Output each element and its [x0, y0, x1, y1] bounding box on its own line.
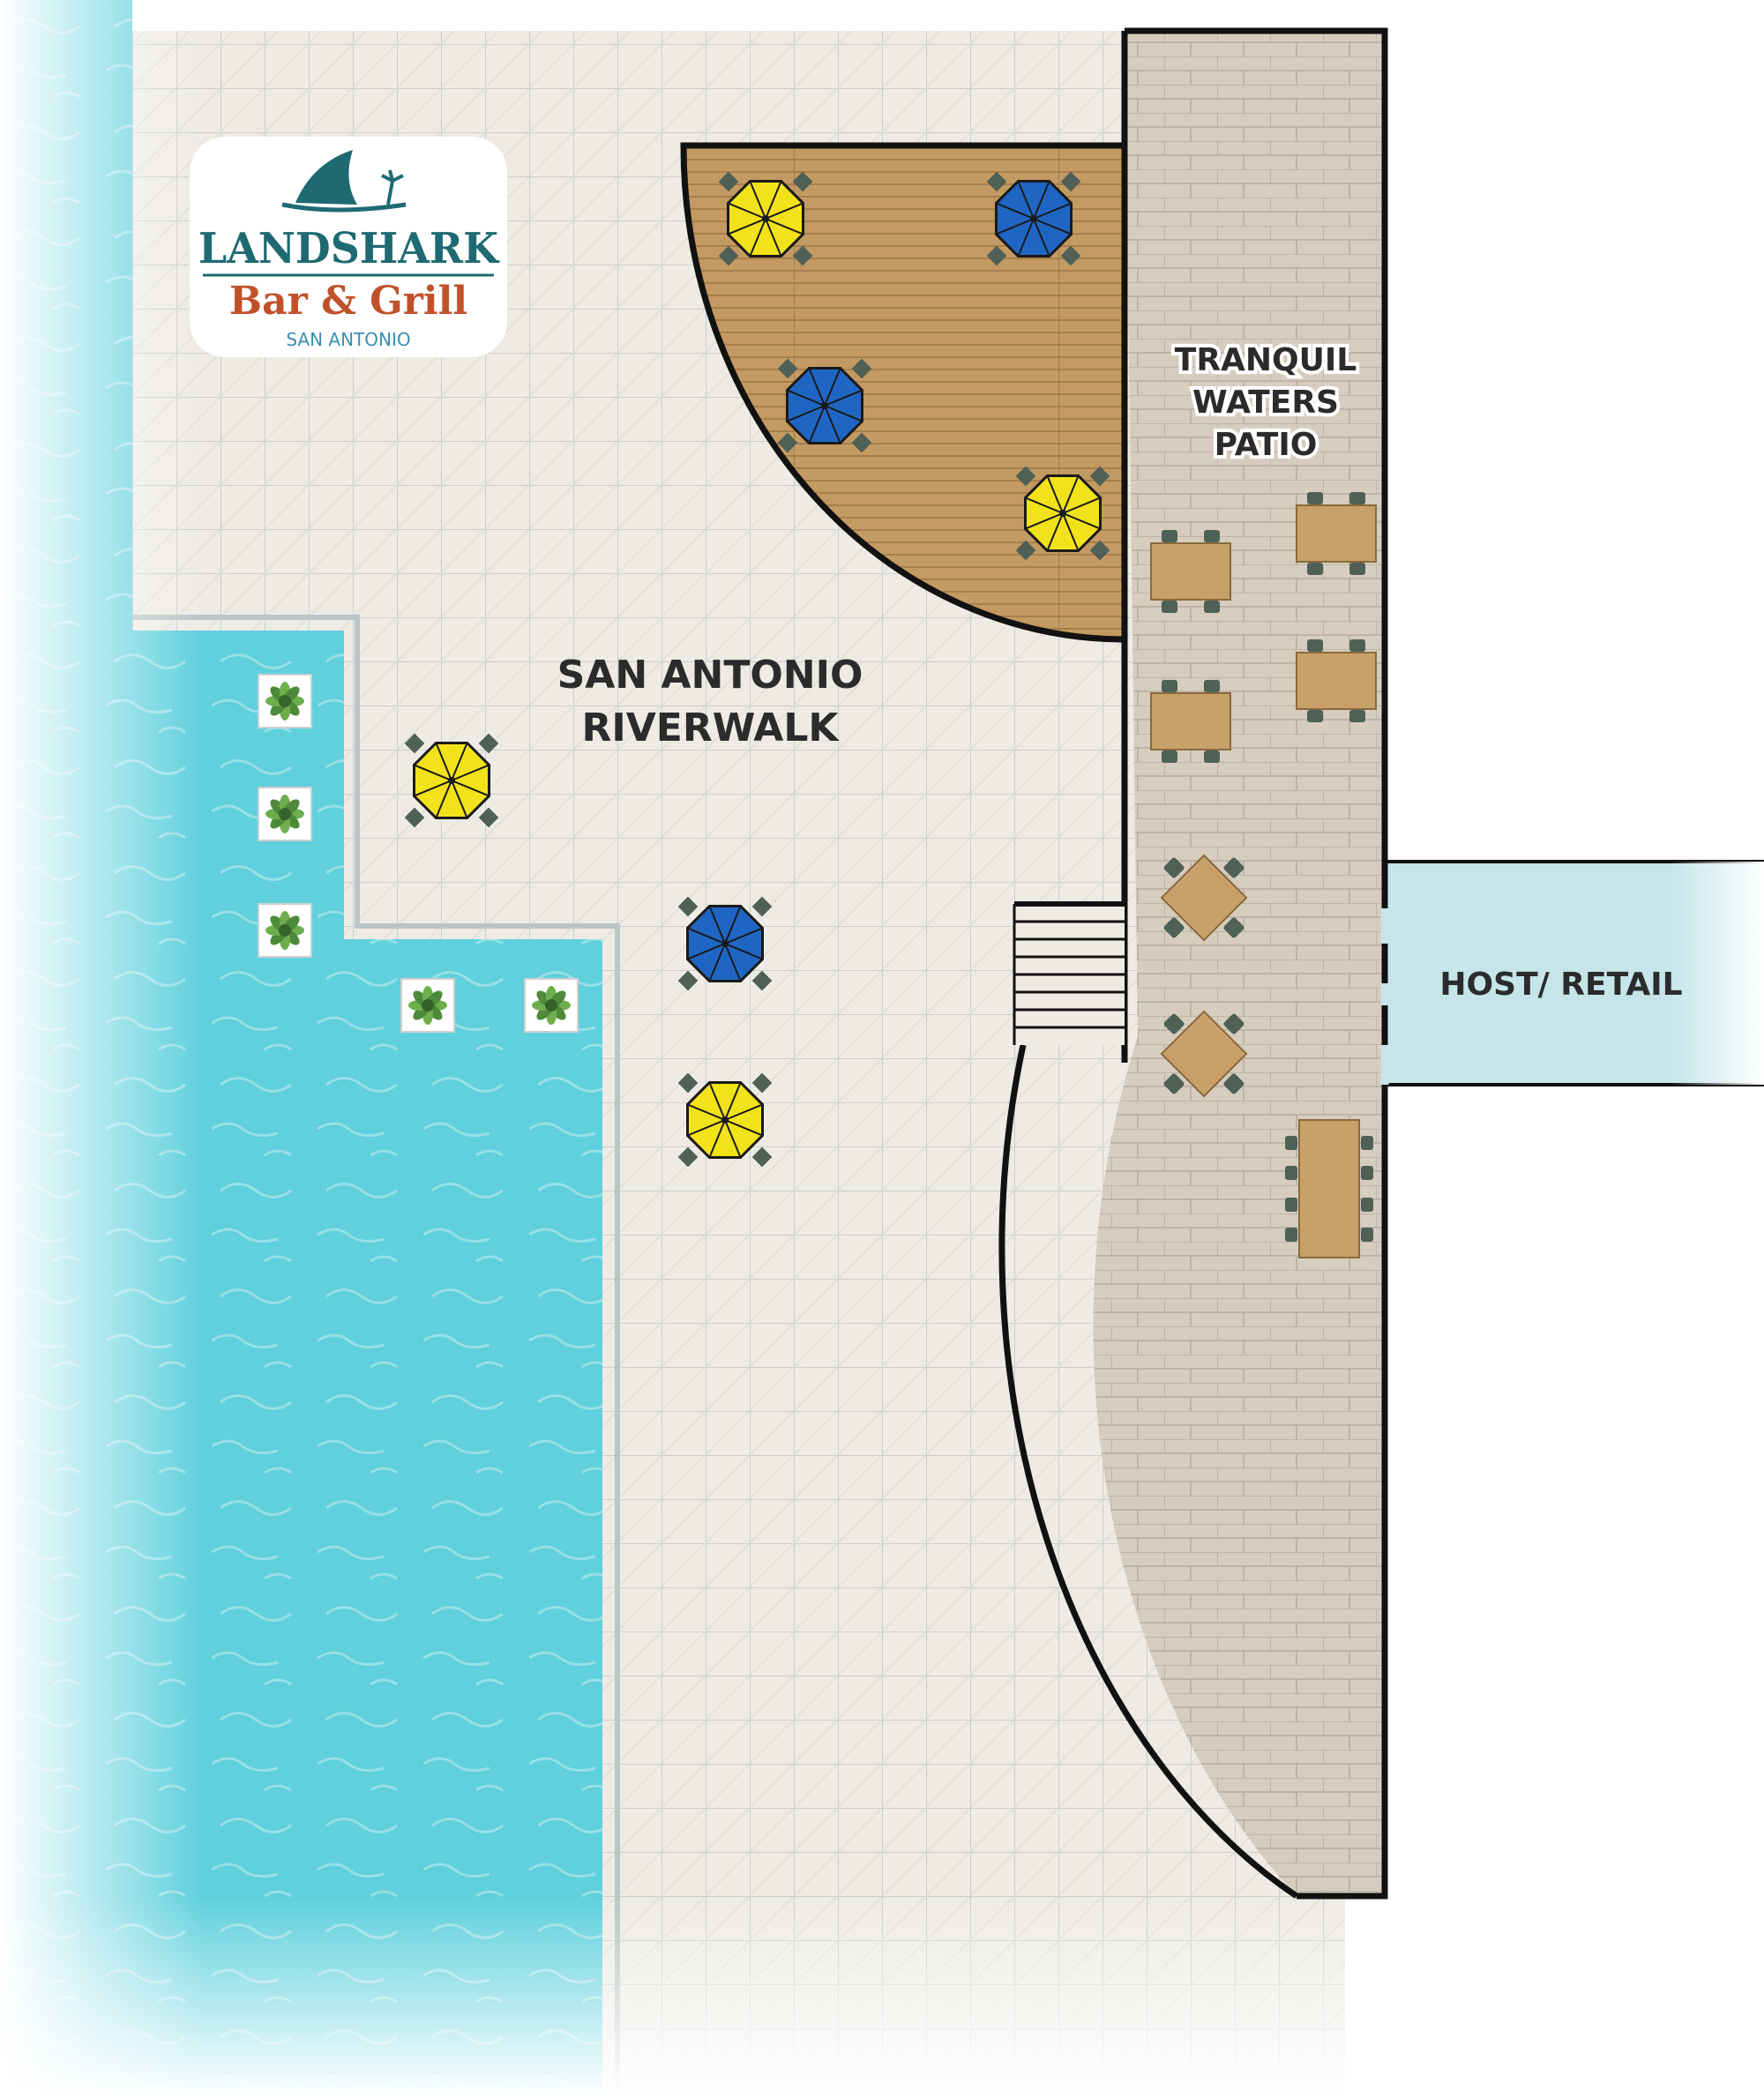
- umbrella-yellow: [1015, 466, 1110, 561]
- patio-curved-wall: [998, 1044, 1298, 1899]
- riverwalk-label-line-2: RIVERWALK: [582, 706, 841, 750]
- table-long[interactable]: [1285, 1119, 1373, 1258]
- table-diamond[interactable]: [1132, 982, 1274, 1124]
- logo-backdrop: [190, 137, 507, 357]
- landshark-logo: LANDSHARK Bar & Grill SAN ANTONIO: [190, 137, 507, 357]
- planter: [524, 978, 579, 1033]
- umbrella-yellow: [718, 171, 813, 266]
- riverwalk-label-line-1: SAN ANTONIO: [557, 653, 863, 698]
- tables: [1132, 492, 1377, 1258]
- patio-label: TRANQUIL WATERS PATIO: [1171, 339, 1360, 467]
- planter: [400, 978, 455, 1033]
- logo-location: SAN ANTONIO: [286, 329, 410, 350]
- stairs: [1013, 901, 1125, 1045]
- table-square[interactable]: [1150, 530, 1231, 613]
- walkway-border: [132, 615, 620, 2098]
- shark-fin-icon: [281, 150, 407, 213]
- wood-deck[interactable]: [680, 142, 1128, 643]
- umbrella-yellow: [677, 1072, 773, 1168]
- patio-label-line-2: WATERS: [1192, 385, 1339, 421]
- table-square[interactable]: [1150, 680, 1231, 763]
- umbrella-yellow: [404, 733, 499, 828]
- umbrella-blue: [677, 896, 773, 991]
- host-retail-label[interactable]: HOST/ RETAIL: [1439, 967, 1682, 1003]
- left-fade: [0, 0, 203, 2098]
- planter: [258, 903, 312, 958]
- table-square[interactable]: [1296, 492, 1377, 575]
- umbrellas: [404, 171, 1110, 1168]
- table-square[interactable]: [1296, 639, 1377, 722]
- logo-subtitle: Bar & Grill: [229, 279, 467, 324]
- patio-label-line-3: PATIO: [1215, 427, 1318, 463]
- host-retail-fade: [1385, 862, 1764, 1085]
- logo-brand: LANDSHARK: [198, 224, 500, 273]
- table-diamond[interactable]: [1132, 826, 1274, 968]
- planter: [258, 787, 312, 841]
- umbrella-blue: [777, 358, 872, 453]
- planters: [258, 674, 579, 1033]
- umbrella-blue: [986, 171, 1081, 266]
- bottom-fade: [0, 1896, 1764, 2098]
- planter: [258, 674, 312, 728]
- patio-label-line-1: TRANQUIL: [1175, 342, 1357, 378]
